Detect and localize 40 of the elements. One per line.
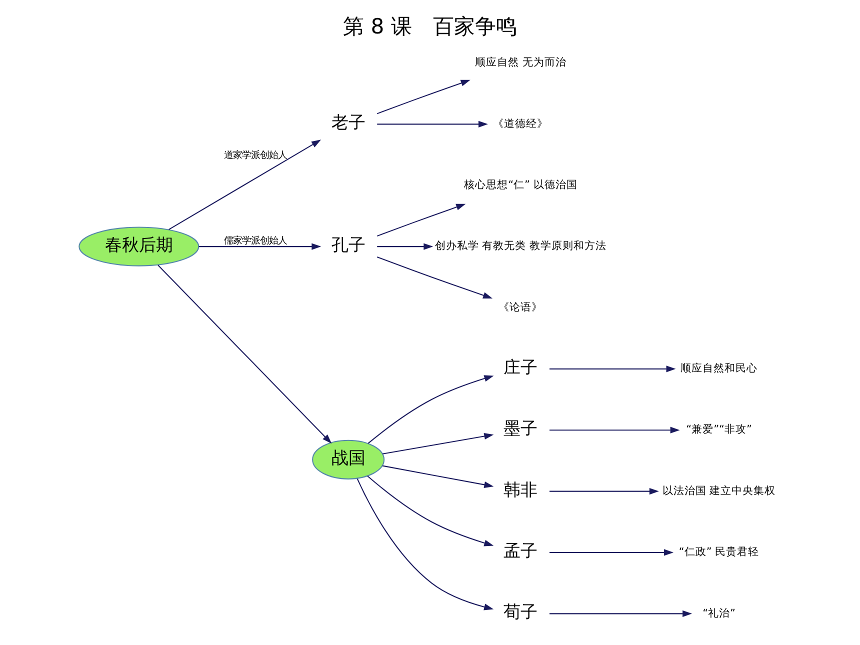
node-text: 创办私学 有教无类 教学原则和方法 [434, 240, 607, 252]
arrow [367, 476, 494, 546]
edge-label: 儒家学派创始人 [224, 236, 288, 247]
node-ellipse: 战国 [312, 440, 385, 480]
node-text: 孔子 [331, 234, 366, 255]
arrow [368, 375, 494, 444]
node-text: 以法治国 建立中央集权 [662, 484, 776, 497]
node-text: “兼爱”“非攻” [686, 424, 752, 436]
arrow [377, 243, 434, 250]
arrow [549, 366, 676, 372]
arrow [376, 256, 493, 299]
arrow [168, 140, 322, 230]
arrow [549, 610, 692, 617]
node-text: 庄子 [504, 356, 538, 377]
diagram-title: 第 8 课 百家争鸣 [343, 13, 517, 38]
node-text: 《论语》 [498, 301, 543, 314]
edge-label: 道家学派创始人 [224, 150, 288, 162]
arrow [376, 80, 470, 114]
node-text: 顺应自然和民心 [680, 362, 758, 375]
node-text: 核心思想“仁” 以德治国 [464, 178, 578, 191]
node-text: 《道德经》 [493, 118, 548, 130]
arrow [549, 488, 659, 495]
node-text: 韩非 [504, 479, 538, 500]
arrow [376, 204, 466, 237]
arrow [382, 465, 494, 488]
arrow [356, 478, 494, 610]
arrow [198, 243, 322, 250]
node-text: 墨子 [504, 418, 538, 438]
arrow [377, 120, 488, 128]
node-text: 孟子 [504, 540, 538, 560]
node-text: 顺应自然 无为而治 [475, 56, 566, 69]
node-ellipse: 春秋后期 [78, 226, 200, 266]
node-text: 老子 [331, 112, 366, 132]
node-text: “礼治” [702, 607, 736, 620]
arrow [549, 426, 680, 434]
arrow [382, 432, 494, 454]
arrow [158, 264, 332, 444]
node-text: “仁政” 民贵君轻 [678, 546, 760, 558]
arrow [549, 549, 674, 556]
node-text: 荀子 [504, 602, 538, 622]
